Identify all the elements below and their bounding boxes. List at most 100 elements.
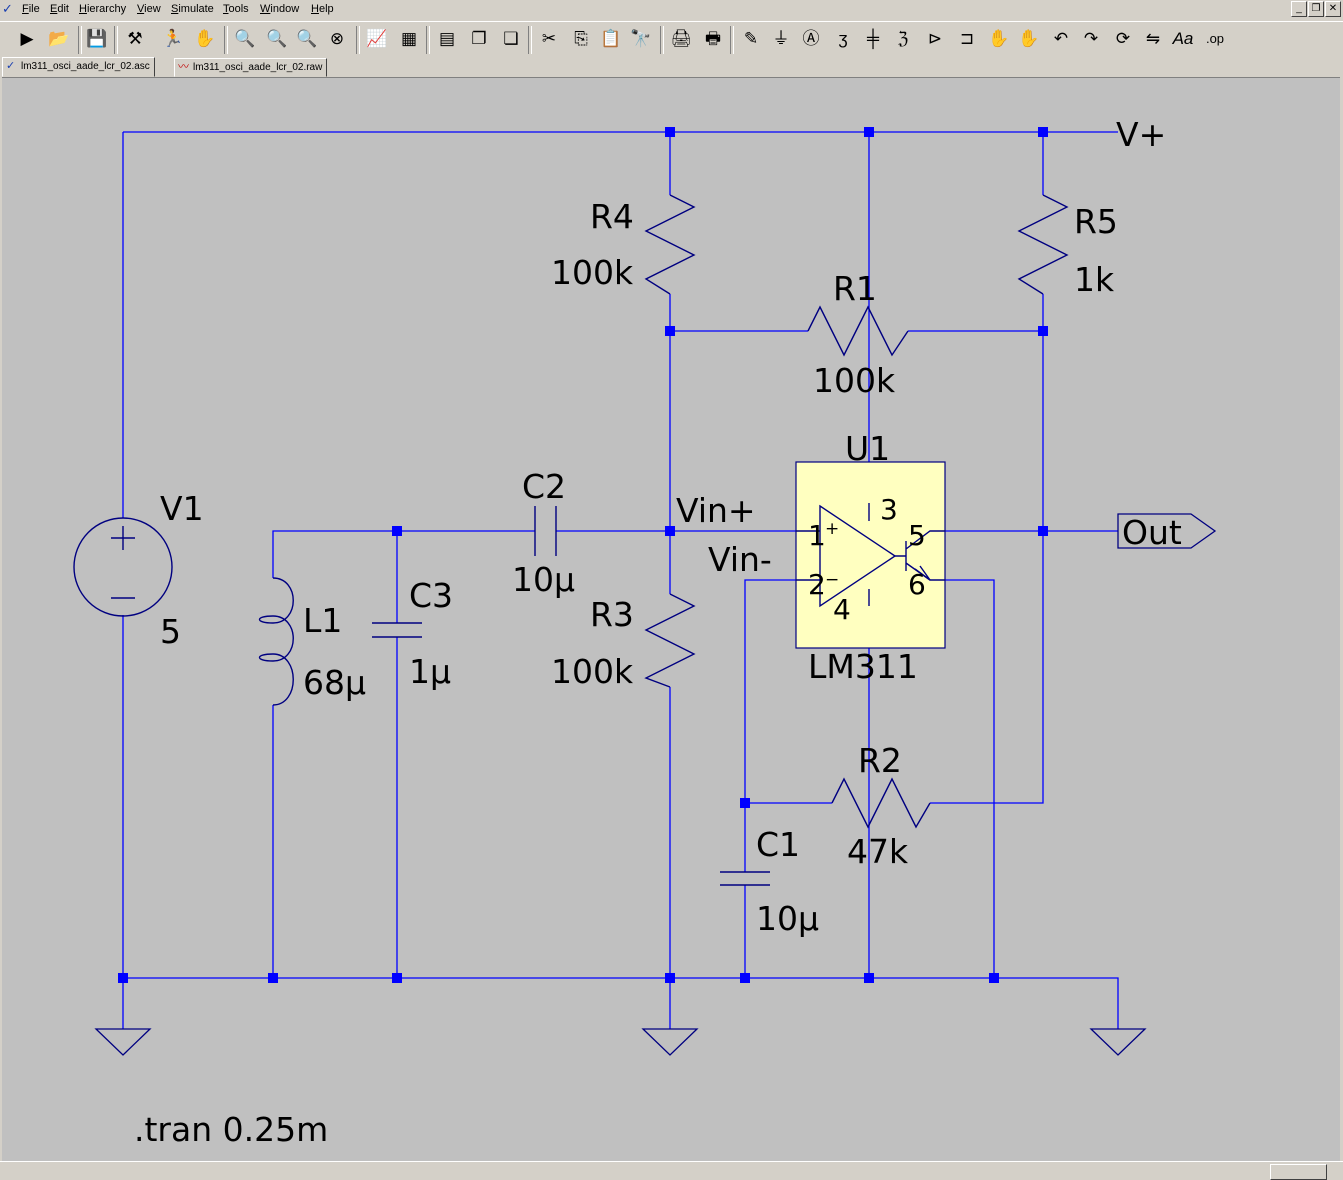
- restore-icon[interactable]: ❐: [1308, 1, 1324, 17]
- menu-edit[interactable]: Edit: [50, 3, 69, 15]
- copy-icon[interactable]: ⎘: [574, 29, 588, 48]
- ground-icon[interactable]: [641, 1028, 699, 1056]
- print-icon[interactable]: 🖶: [704, 29, 722, 48]
- u1-component-body[interactable]: [795, 461, 946, 649]
- redo-icon[interactable]: ↷: [1083, 29, 1099, 48]
- diode-icon[interactable]: ⊳: [927, 29, 943, 48]
- net-label-out[interactable]: Out: [1122, 513, 1182, 552]
- halt-icon[interactable]: ✋: [194, 29, 216, 48]
- menu-window[interactable]: Window: [260, 3, 300, 15]
- r3-value[interactable]: 100k: [551, 652, 634, 691]
- drag-icon[interactable]: ✋: [1018, 29, 1040, 48]
- menu-simulate[interactable]: Simulate: [171, 3, 214, 15]
- c2-capacitor-symbol[interactable]: [534, 506, 557, 556]
- tile-vertical-icon[interactable]: ❏: [503, 29, 519, 48]
- close-icon[interactable]: ✕: [1325, 1, 1341, 17]
- cascade-icon[interactable]: ❐: [471, 29, 487, 48]
- wire-vin-minus[interactable]: [744, 579, 796, 978]
- r4-resistor-symbol[interactable]: [644, 194, 696, 295]
- l1-name[interactable]: L1: [303, 601, 342, 640]
- c2-name[interactable]: C2: [522, 467, 566, 506]
- c1-name[interactable]: C1: [756, 825, 800, 864]
- r4-name[interactable]: R4: [590, 197, 634, 236]
- undo-icon[interactable]: ↶: [1053, 29, 1069, 48]
- wire-r5-out[interactable]: [930, 132, 1044, 804]
- paste-icon[interactable]: 📋: [600, 29, 622, 48]
- menu-tools[interactable]: Tools: [223, 3, 249, 15]
- r1-resistor-symbol[interactable]: [807, 305, 909, 357]
- capacitor-icon[interactable]: ╪: [866, 29, 880, 48]
- menu-help[interactable]: Help: [311, 3, 334, 15]
- c3-capacitor-symbol[interactable]: [372, 622, 422, 638]
- run-sim-icon[interactable]: 🏃: [162, 29, 184, 48]
- menu-hierarchy[interactable]: Hierarchy: [79, 3, 127, 15]
- cut-icon[interactable]: ✂: [541, 29, 557, 48]
- r5-name[interactable]: R5: [1074, 202, 1118, 241]
- component-icon[interactable]: ⊐: [959, 29, 975, 48]
- text-icon[interactable]: Aa: [1172, 29, 1194, 48]
- l1-value[interactable]: 68µ: [303, 663, 366, 702]
- wire-ground-drops[interactable]: [122, 978, 671, 1029]
- r1-name[interactable]: R1: [833, 269, 877, 308]
- schematic-canvas[interactable]: V1 5 L1 68µ C3 1µ C2 10µ R3 100k R4 100k…: [2, 77, 1340, 1162]
- pick-visible-traces-icon[interactable]: ▦: [400, 29, 418, 48]
- c3-value[interactable]: 1µ: [409, 652, 451, 691]
- r2-value[interactable]: 47k: [847, 832, 909, 871]
- net-label-vplus[interactable]: V+: [1116, 115, 1166, 154]
- wire-pin6[interactable]: [945, 579, 995, 978]
- zoom-out-icon[interactable]: 🔍: [296, 29, 318, 48]
- find-icon[interactable]: 🔭: [630, 29, 652, 48]
- resistor-icon[interactable]: ʒ: [838, 29, 848, 48]
- r5-value[interactable]: 1k: [1074, 260, 1115, 299]
- net-label-vin-minus[interactable]: Vin-: [708, 540, 772, 579]
- autorange-icon[interactable]: 📈: [366, 29, 388, 48]
- l1-inductor-symbol[interactable]: [258, 577, 294, 706]
- v1-source-symbol[interactable]: [73, 517, 173, 617]
- r4-value[interactable]: 100k: [551, 253, 634, 292]
- r3-name[interactable]: R3: [590, 595, 634, 634]
- c3-name[interactable]: C3: [409, 576, 453, 615]
- tile-horizontal-icon[interactable]: ▤: [438, 29, 456, 48]
- r1-value[interactable]: 100k: [813, 361, 896, 400]
- rotate-icon[interactable]: ⟳: [1115, 29, 1131, 48]
- r3-resistor-symbol[interactable]: [644, 593, 696, 688]
- control-panel-icon[interactable]: ⚒: [127, 29, 143, 48]
- v1-name[interactable]: V1: [160, 489, 204, 528]
- r5-resistor-symbol[interactable]: [1017, 194, 1069, 295]
- c1-capacitor-symbol[interactable]: [720, 871, 770, 886]
- r2-name[interactable]: R2: [858, 741, 902, 780]
- ltspice-app-icon[interactable]: ✓: [2, 1, 13, 16]
- c2-value[interactable]: 10µ: [512, 560, 575, 599]
- minimize-icon[interactable]: _: [1291, 1, 1307, 17]
- mirror-icon[interactable]: ⇋: [1145, 29, 1161, 48]
- label-net-icon[interactable]: Ⓐ: [802, 29, 820, 48]
- wire-tank[interactable]: [272, 530, 796, 978]
- ground-icon[interactable]: [94, 1028, 152, 1056]
- tab-waveform[interactable]: 〰 lm311_osci_aade_lcr_02.raw: [174, 58, 328, 77]
- u1-name[interactable]: U1: [845, 429, 890, 468]
- zoom-fit-icon[interactable]: ⊗: [329, 29, 345, 48]
- ground-icon[interactable]: [1089, 1028, 1147, 1056]
- ground-icon[interactable]: ⏚: [772, 29, 790, 48]
- scrollbar-thumb[interactable]: [1270, 1164, 1327, 1180]
- save-icon[interactable]: 💾: [86, 29, 108, 48]
- v1-value[interactable]: 5: [160, 612, 181, 651]
- tab-schematic[interactable]: ✓ lm311_osci_aade_lcr_02.asc: [2, 57, 155, 77]
- print-preview-icon[interactable]: 🖨: [670, 29, 692, 48]
- draw-wire-icon[interactable]: ✎: [743, 29, 759, 48]
- r2-resistor-symbol[interactable]: [831, 777, 931, 829]
- c1-value[interactable]: 10µ: [756, 899, 819, 938]
- spice-directive[interactable]: .tran 0.25m: [134, 1110, 328, 1149]
- menu-view[interactable]: View: [137, 3, 161, 15]
- wire-ground-rail[interactable]: [123, 977, 1119, 1029]
- net-label-vin-plus[interactable]: Vin+: [676, 491, 756, 530]
- open-icon[interactable]: 📂: [48, 29, 70, 48]
- zoom-in-icon[interactable]: 🔍: [234, 29, 256, 48]
- inductor-icon[interactable]: ℨ: [897, 29, 909, 48]
- menu-file[interactable]: File: [22, 3, 40, 15]
- horizontal-scrollbar[interactable]: [0, 1161, 1343, 1180]
- run-icon[interactable]: ▶: [20, 29, 34, 48]
- output-port-flag[interactable]: [1117, 513, 1217, 549]
- u1-value[interactable]: LM311: [808, 647, 918, 686]
- spice-directive-icon[interactable]: .op: [1205, 31, 1225, 46]
